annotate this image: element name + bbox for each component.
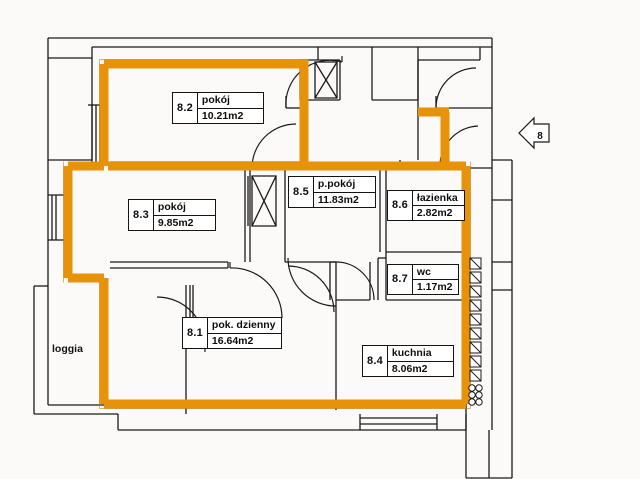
room-area: 9.85m2 <box>157 216 194 229</box>
room-area: 16.64m2 <box>211 334 254 347</box>
room-name: pokój <box>153 200 215 216</box>
room-label-8-1: 8.1 pok. dzienny 16.64m2 <box>182 317 282 349</box>
apartment-marker-shape <box>518 116 550 150</box>
room-code: 8.4 <box>363 346 388 376</box>
apartment-outline-edge <box>63 59 471 409</box>
room-code: 8.3 <box>129 200 154 230</box>
room-area: 1.17m2 <box>416 280 453 293</box>
room-code: 8.5 <box>289 177 314 207</box>
room-name: pokój <box>197 93 263 109</box>
room-name: łazienka <box>412 191 464 206</box>
room-label-8-5: 8.5 p.pokój 11.83m2 <box>288 176 376 208</box>
room-label-8-7: 8.7 wc 1.17m2 <box>387 264 459 295</box>
apartment-number-marker: 8 <box>517 114 555 158</box>
room-area: 10.21m2 <box>201 109 244 122</box>
room-name: wc <box>412 265 458 280</box>
apartment-outline-highlight-segments <box>299 68 450 166</box>
apartment-number: 8 <box>537 130 543 142</box>
room-area: 2.82m2 <box>416 206 453 219</box>
room-name: kuchnia <box>387 346 453 362</box>
room-label-8-2: 8.2 pokój 10.21m2 <box>172 92 264 124</box>
room-area: 8.06m2 <box>391 362 428 375</box>
room-name: p.pokój <box>313 177 375 193</box>
room-label-8-6: 8.6 łazienka 2.82m2 <box>387 190 465 221</box>
room-code: 8.2 <box>173 93 198 123</box>
room-label-8-3: 8.3 pokój 9.85m2 <box>128 199 216 231</box>
room-code: 8.7 <box>388 265 413 294</box>
room-label-8-4: 8.4 kuchnia 8.06m2 <box>362 345 454 377</box>
room-name: pok. dzienny <box>207 318 281 334</box>
loggia-label: loggia <box>52 343 83 355</box>
room-area: 11.83m2 <box>317 193 359 206</box>
room-code: 8.6 <box>388 191 413 220</box>
room-code: 8.1 <box>183 318 208 348</box>
shaft-symbol-column <box>468 257 483 406</box>
